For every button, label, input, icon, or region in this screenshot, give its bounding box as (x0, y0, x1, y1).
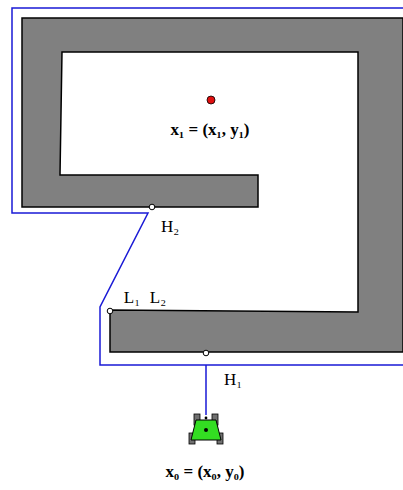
start-label: x₀ = (x₀, y₀) (166, 463, 245, 480)
goal-label: x₁ = (x₁, y₁) (171, 121, 250, 138)
leave-point (107, 308, 113, 314)
goal-point (207, 96, 215, 104)
point-label: L₂ (150, 289, 166, 306)
point-label: H₁ (224, 371, 242, 388)
robot (189, 414, 223, 444)
hit-point (149, 204, 155, 210)
robot-path (12, 8, 403, 415)
obstacle (22, 18, 403, 352)
hit-point (203, 350, 209, 356)
point-label: L₁ (124, 289, 140, 306)
point-label: H₂ (161, 218, 179, 235)
